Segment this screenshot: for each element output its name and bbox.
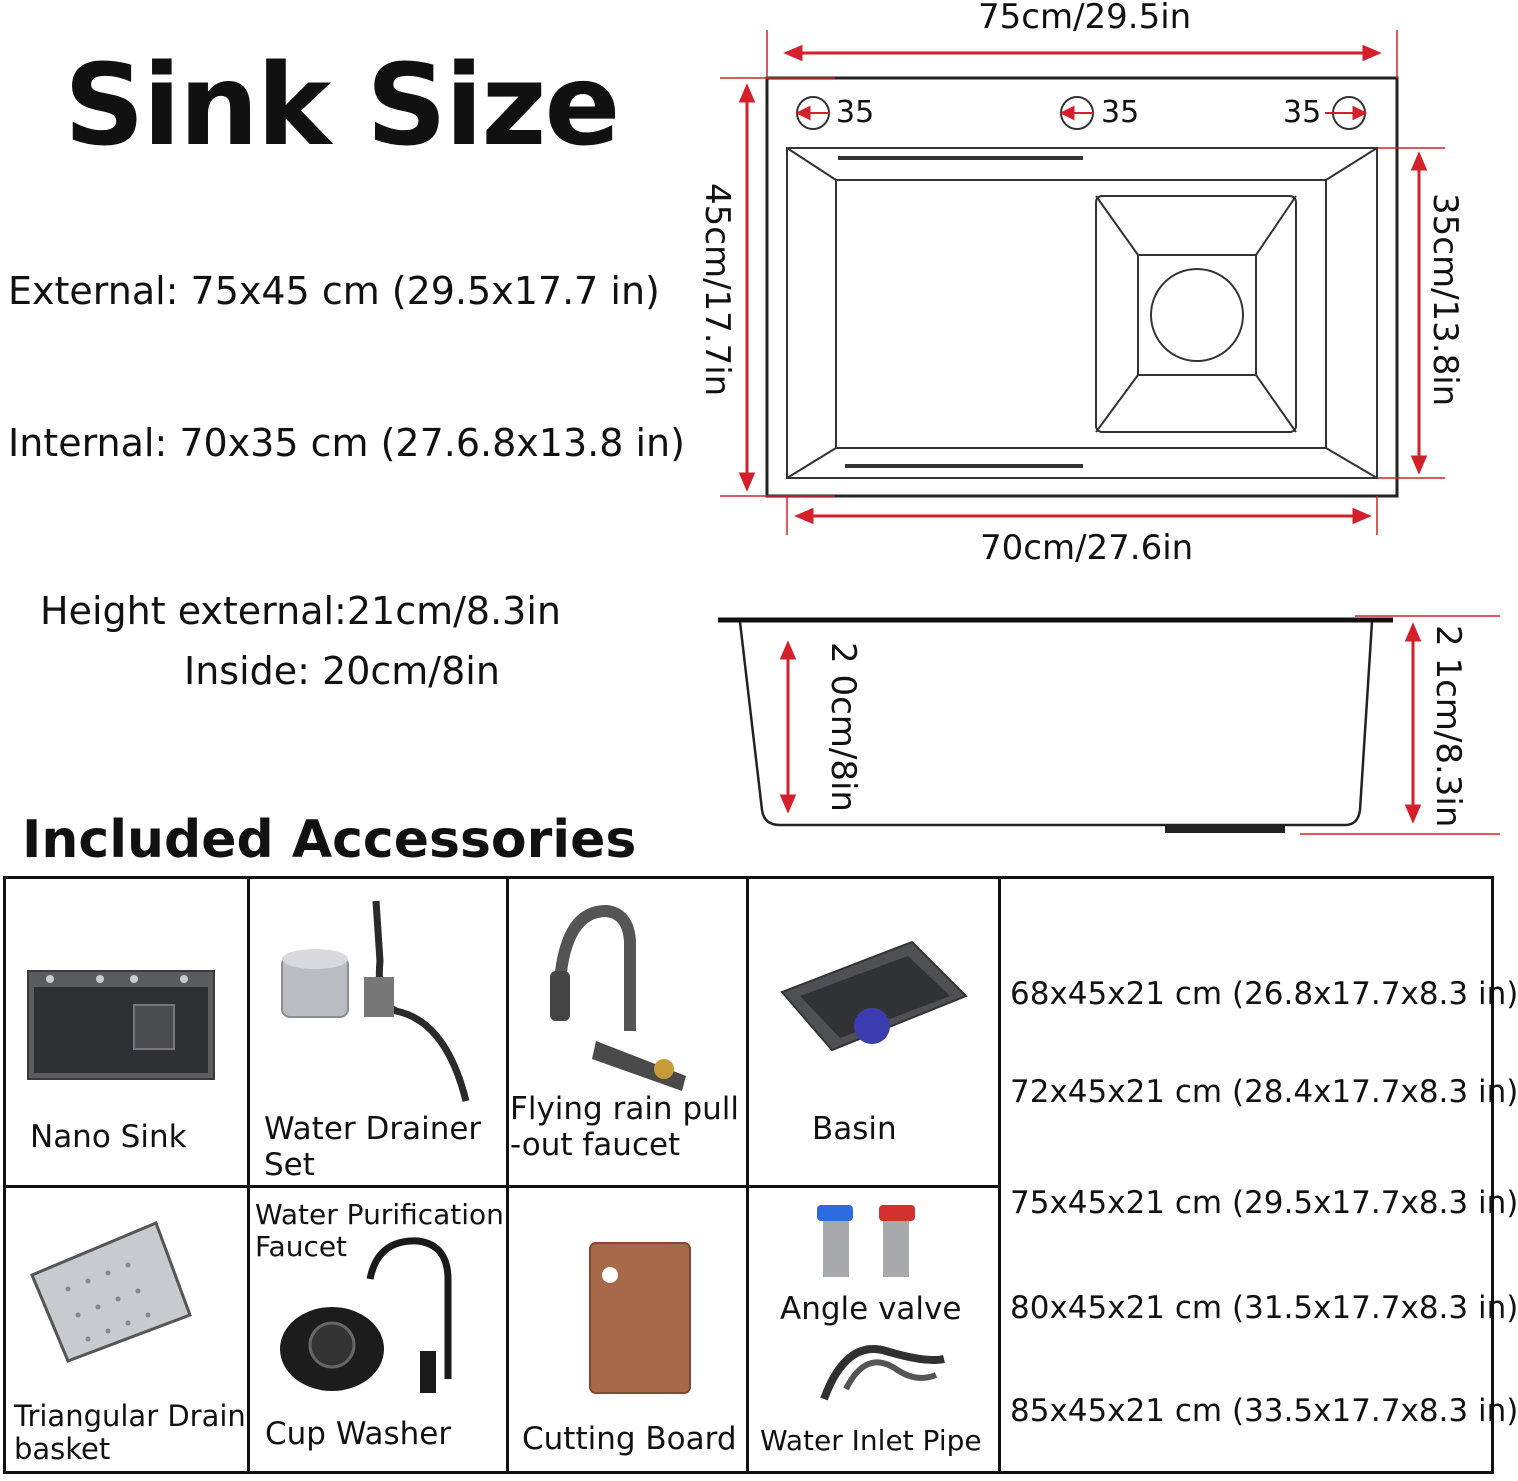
basin-image: [780, 940, 968, 1052]
faucet-line-1: Flying rain pull: [510, 1091, 739, 1127]
grid-divider: [6, 1185, 998, 1188]
page-title: Sink Size: [64, 41, 620, 171]
sink-side-view-diagram: [718, 615, 1500, 835]
outer-depth-label: 45cm/17.7in: [697, 183, 737, 397]
external-size-spec: External: 75x45 cm (29.5x17.7 in): [8, 269, 660, 313]
inside-height-label: 2 0cm/8in: [823, 642, 863, 812]
drain-basket-line-2: basket: [14, 1432, 111, 1467]
water-drainer-image: [281, 900, 470, 1102]
angle-valve-image: [817, 1205, 915, 1277]
water-drainer-line-1: Water Drainer: [264, 1111, 482, 1147]
internal-size-spec: Internal: 70x35 cm (27.6.8x13.8 in): [8, 421, 685, 465]
accessory-label-basin: Basin: [812, 1111, 897, 1147]
drain-basket-line-1: Triangular Drain: [14, 1399, 246, 1433]
size-option: 68x45x21 cm (26.8x17.7x8.3 in): [1010, 976, 1518, 1012]
inner-width-label: 70cm/27.6in: [980, 528, 1194, 568]
sink-top-view-diagram: [720, 30, 1445, 535]
accessory-label-water-inlet-pipe: Water Inlet Pipe: [760, 1424, 982, 1457]
hole-spacing-mid-label: 35: [1101, 95, 1140, 130]
top-width-label: 75cm/29.5in: [978, 0, 1192, 37]
cup-washer-and-purification-faucet-image: [280, 1237, 452, 1393]
grid-divider: [998, 879, 1001, 1471]
height-external-spec: Height external:21cm/8.3in: [40, 589, 561, 633]
drain-basket-image: [30, 1221, 192, 1363]
accessory-label-cutting-board: Cutting Board: [522, 1421, 737, 1457]
size-option: 85x45x21 cm (33.5x17.7x8.3 in): [1010, 1393, 1518, 1429]
cutting-board-image: [589, 1242, 691, 1394]
hole-spacing-left-label: 35: [836, 95, 875, 130]
accessory-label-faucet: Flying rain pull-out faucet: [510, 1091, 739, 1163]
hole-spacing-right-label: 35: [1283, 95, 1322, 130]
size-option: 72x45x21 cm (28.4x17.7x8.3 in): [1010, 1074, 1518, 1110]
grid-divider: [506, 879, 509, 1471]
water-drainer-line-2: Set: [264, 1146, 315, 1183]
size-option: 75x45x21 cm (29.5x17.7x8.3 in): [1010, 1185, 1518, 1221]
accessories-title: Included Accessories: [22, 810, 637, 870]
pull-out-faucet-image: [550, 904, 686, 1091]
grid-divider: [247, 879, 250, 1471]
faucet-line-2: -out faucet: [510, 1126, 681, 1163]
purification-line-2: Faucet: [255, 1230, 348, 1264]
grid-divider: [746, 879, 749, 1471]
purification-line-1: Water Purification: [255, 1198, 504, 1231]
water-inlet-pipe-image: [820, 1345, 945, 1401]
inside-height-spec: Inside: 20cm/8in: [184, 649, 500, 693]
size-option: 80x45x21 cm (31.5x17.7x8.3 in): [1010, 1290, 1518, 1326]
accessory-label-cup-washer: Cup Washer: [265, 1416, 452, 1452]
accessory-label-angle-valve: Angle valve: [780, 1291, 962, 1327]
nano-sink-image: [27, 970, 215, 1080]
accessory-label-nano-sink: Nano Sink: [30, 1119, 187, 1155]
outside-height-label: 2 1cm/8.3in: [1428, 625, 1468, 828]
inner-depth-label: 35cm/13.8in: [1425, 193, 1465, 407]
